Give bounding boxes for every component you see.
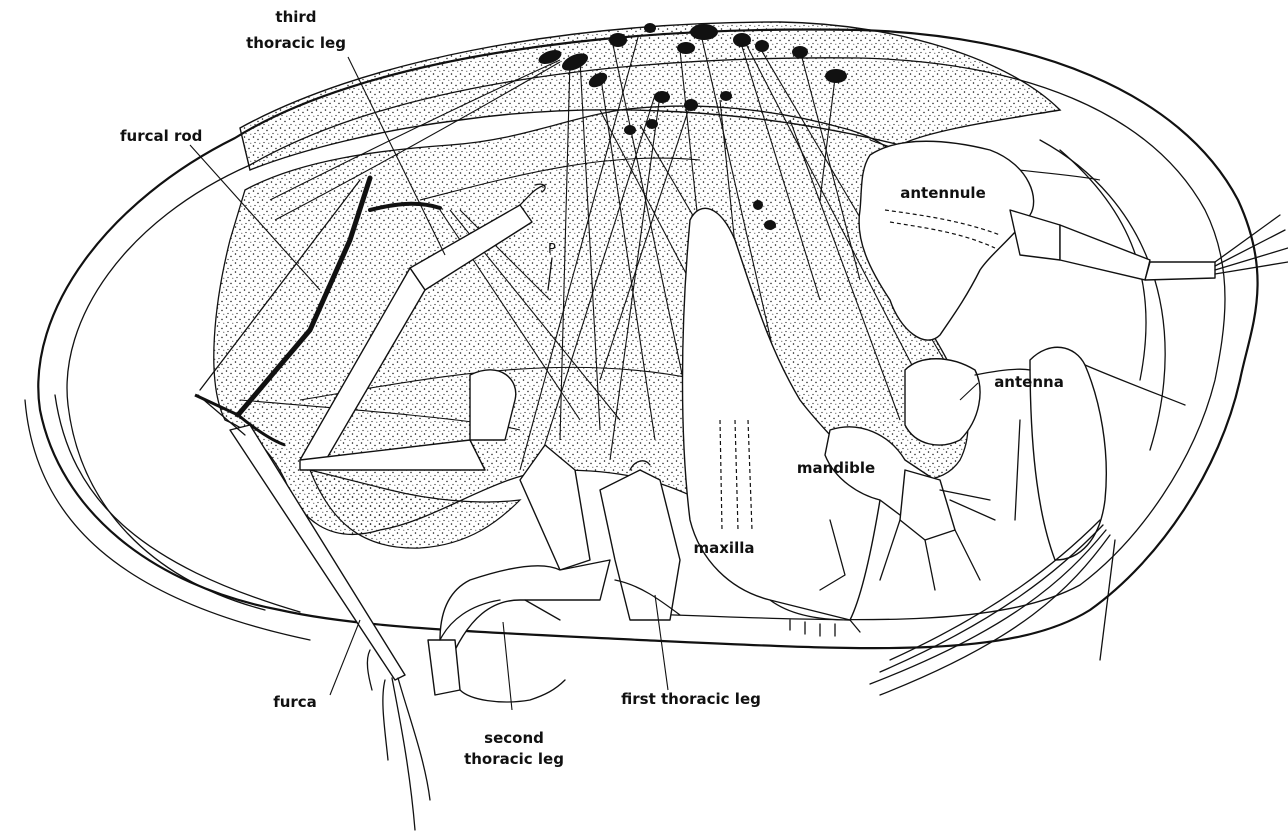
label-second-thoracic-leg-line1: second	[484, 729, 544, 747]
label-second-thoracic-leg-line2: thoracic leg	[464, 750, 564, 768]
antennule	[859, 141, 1288, 340]
label-furcal-rod: furcal rod	[120, 127, 202, 145]
label-first-thoracic-leg: first thoracic leg	[621, 690, 761, 708]
label-mandible: mandible	[797, 459, 875, 477]
label-third-thoracic-leg-line1: third	[275, 8, 316, 26]
label-maxilla: maxilla	[694, 539, 755, 557]
p-mark: P	[548, 242, 556, 257]
label-antenna: antenna	[994, 373, 1064, 391]
label-furca: furca	[273, 693, 317, 711]
label-third-thoracic-leg-line2: thoracic leg	[246, 34, 346, 52]
label-antennule: antennule	[900, 184, 986, 202]
